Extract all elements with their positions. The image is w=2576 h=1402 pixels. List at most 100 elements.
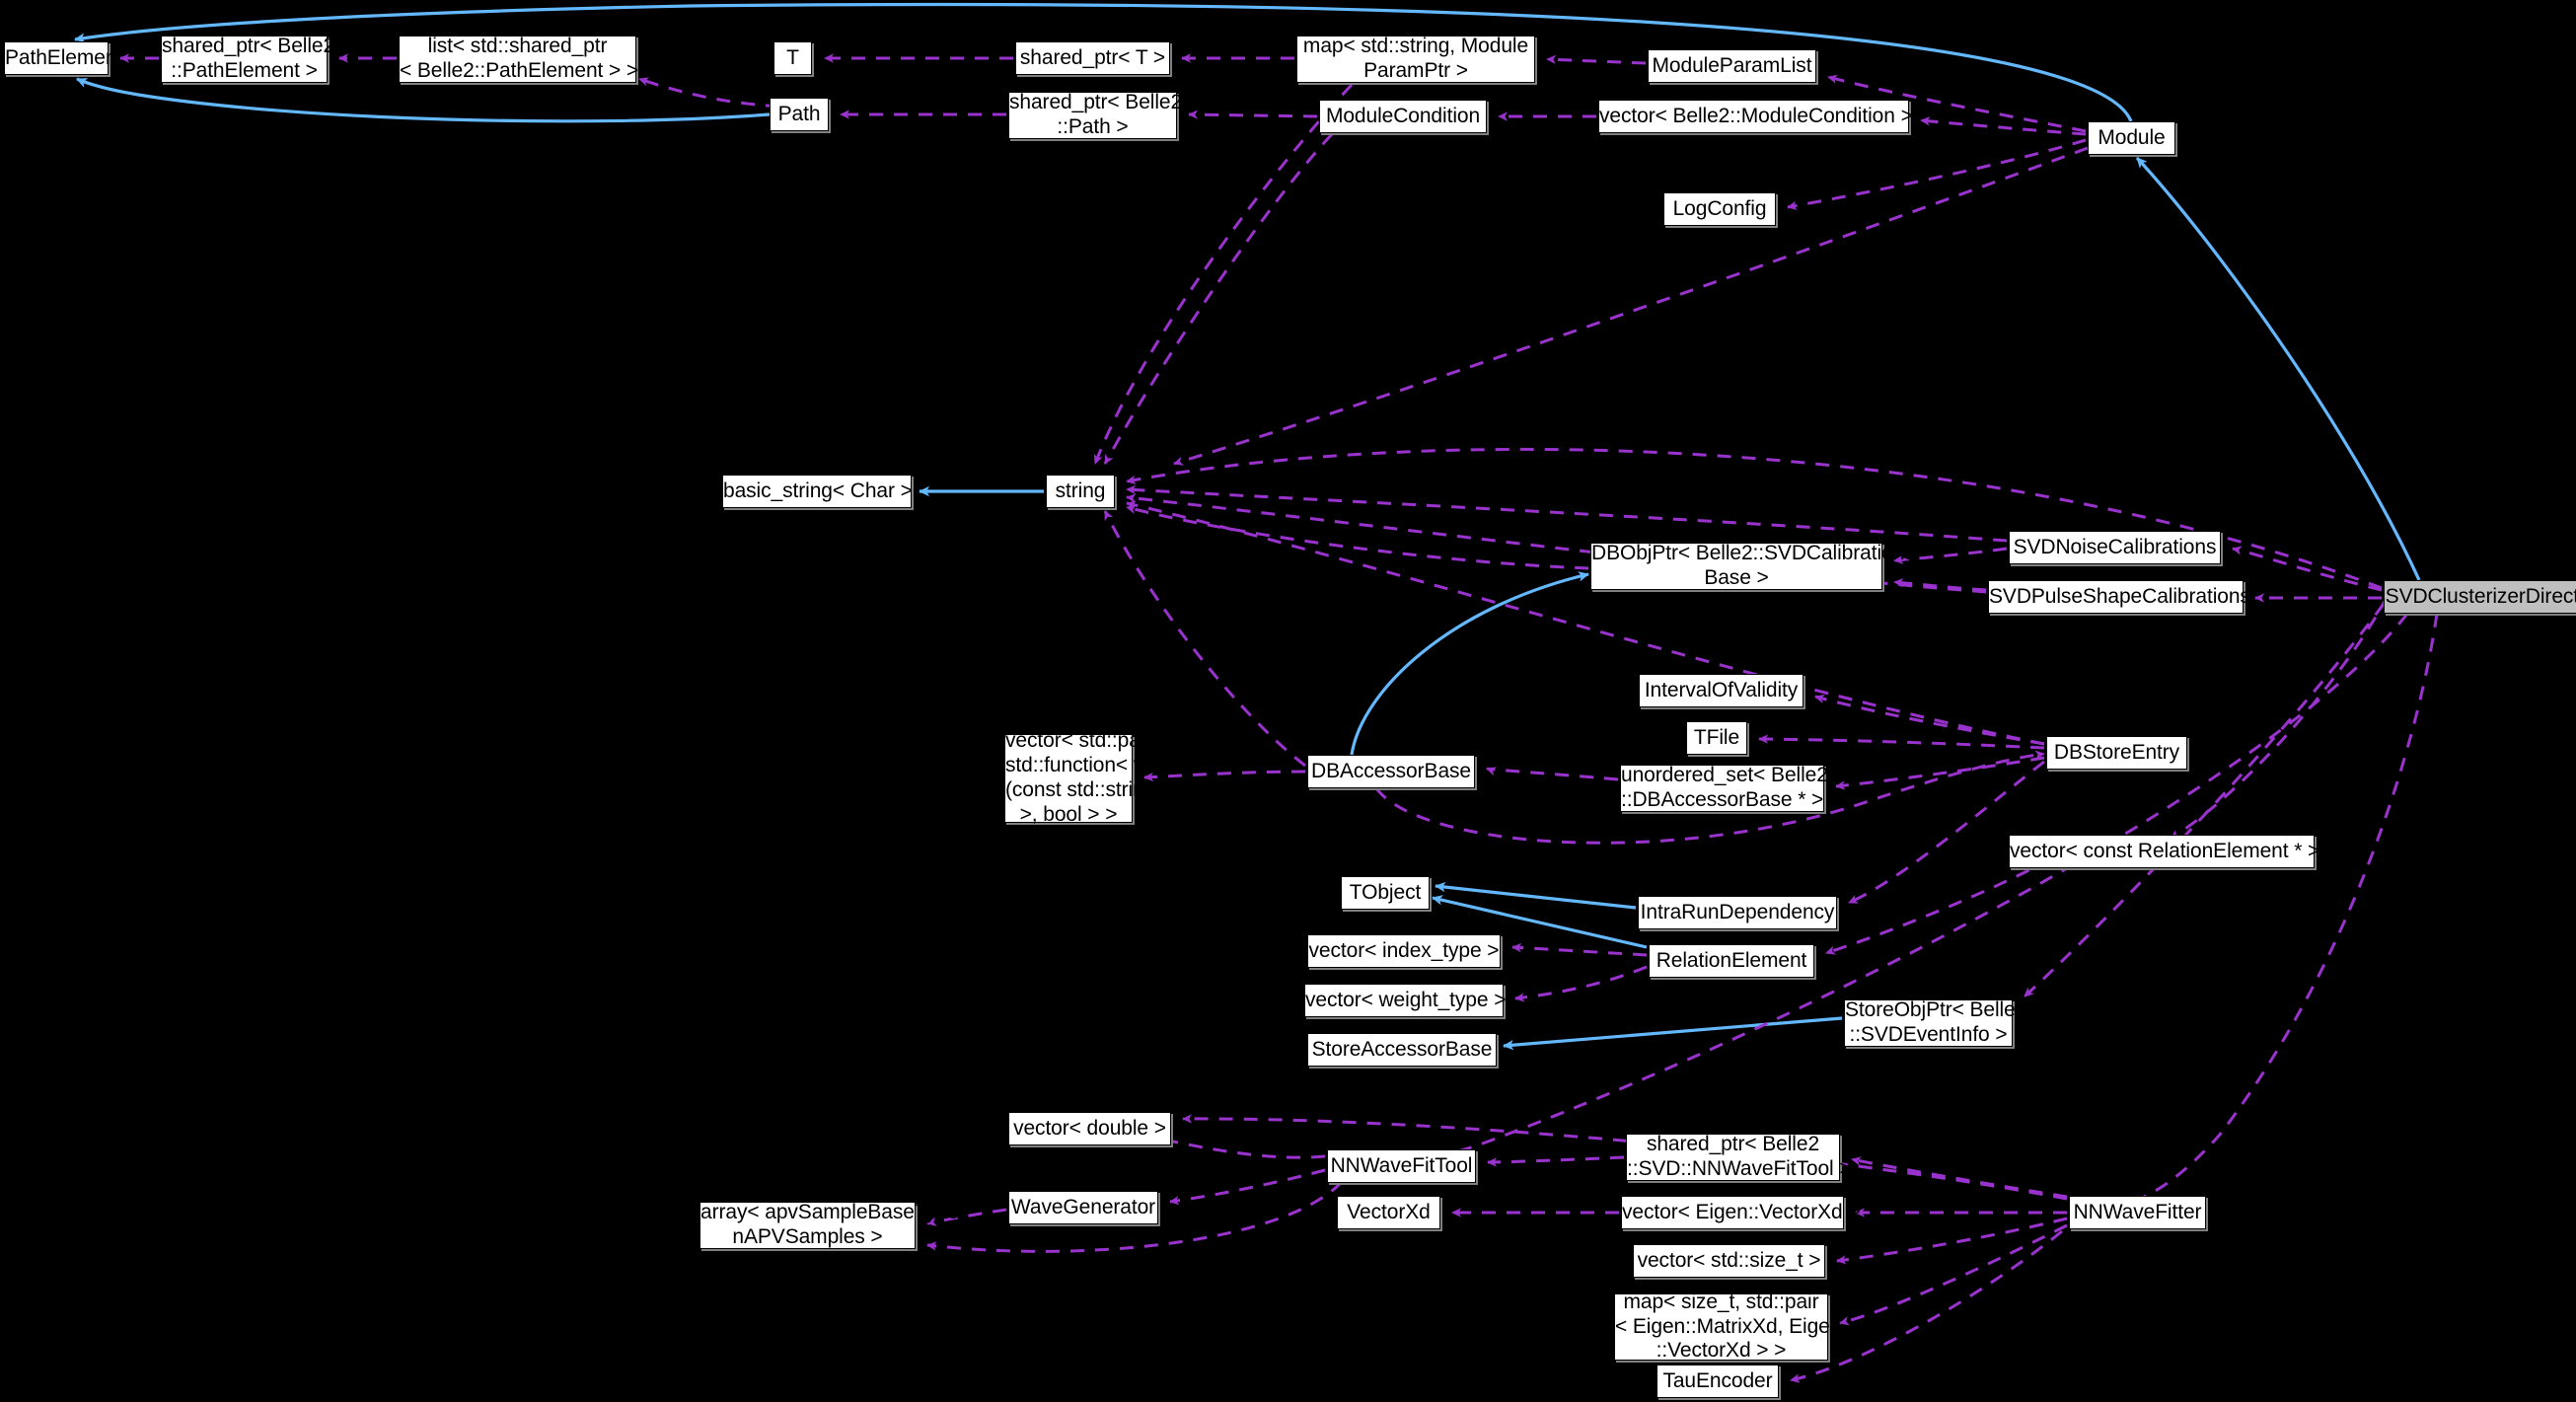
edge-dbstoreentry-to-intrarundependency — [1848, 760, 2045, 905]
class-node-label: NNWaveFitTool — [1330, 1153, 1473, 1177]
class-node-SVDClusterizerDirectModule[interactable]: SVDClusterizerDirectModule — [2384, 580, 2576, 614]
edge-svdclusterizer-to-nnwavefitter — [2130, 613, 2439, 1204]
edge-nnwavefitter-to-vectorsizet — [1836, 1217, 2068, 1265]
class-node-TFile[interactable]: TFile — [1686, 721, 1747, 755]
class-node-WaveGenerator[interactable]: WaveGenerator — [1008, 1191, 1158, 1224]
class-node-ModuleCondition[interactable]: ModuleCondition — [1319, 100, 1487, 133]
class-node-SVDNoiseCalibrations[interactable]: SVDNoiseCalibrations — [2009, 531, 2221, 564]
class-node-NNWaveFitter[interactable]: NNWaveFitter — [2069, 1196, 2206, 1229]
class-node-label: vector< weight_type > — [1305, 988, 1507, 1011]
edge-module-to-pathelement — [74, 2, 2133, 122]
edge-storeobjptr-to-storeaccessorbase — [1503, 1016, 1843, 1051]
class-node-IntraRunDependency[interactable]: IntraRunDependency — [1638, 896, 1837, 929]
class-node-basicStringChar[interactable]: basic_string< Char > — [722, 475, 913, 508]
edge-svdclusterizer-to-svdnoisecalib — [2232, 546, 2383, 592]
class-node-vectorSizeT[interactable]: vector< std::size_t > — [1633, 1244, 1825, 1278]
class-node-label: WaveGenerator — [1010, 1195, 1156, 1218]
class-node-label: vector< std::pair< std::function< void (… — [1005, 729, 1182, 826]
class-node-vectorPairFunction[interactable]: vector< std::pair< std::function< void (… — [1004, 729, 1182, 826]
class-node-sharedPtrPath[interactable]: shared_ptr< Belle2 ::Path > — [1008, 91, 1182, 139]
class-node-ModuleParamList[interactable]: ModuleParamList — [1648, 49, 1816, 83]
class-node-mapSizeTPairMatrix[interactable]: map< size_t, std::pair < Eigen::MatrixXd… — [1614, 1291, 1841, 1362]
class-node-StoreObjPtrSVDEventInfo[interactable]: StoreObjPtr< Belle2 ::SVDEventInfo > — [1844, 998, 2026, 1047]
inheritance-edges — [74, 2, 2421, 1051]
edge-svdclusterizer-to-nnwavefittool — [1420, 613, 2409, 1164]
edge-relationelement-to-tobject — [1432, 895, 1648, 949]
class-node-label: shared_ptr< T > — [1019, 45, 1166, 69]
class-node-label: list< std::shared_ptr < Belle2::PathElem… — [400, 35, 639, 82]
edge-svdpulseshape-to-dbobjptr — [1893, 578, 1987, 592]
class-node-label: basic_string< Char > — [723, 479, 913, 502]
class-node-mapStringModuleParamPtr[interactable]: map< std::string, Module ParamPtr > — [1296, 35, 1535, 83]
class-node-VectorXd[interactable]: VectorXd — [1337, 1196, 1440, 1229]
class-node-PathElement[interactable]: PathElement — [4, 41, 122, 75]
class-node-RelationElement[interactable]: RelationElement — [1649, 944, 1814, 978]
class-node-T[interactable]: T — [773, 41, 812, 75]
edge-module-to-vectormodulecondition — [1920, 116, 2087, 136]
class-node-DBObjPtrSVDCalibrationsBase[interactable]: DBObjPtr< Belle2::SVDCalibrations Base > — [1590, 542, 1915, 590]
class-node-unorderedSetDBAccessorBase[interactable]: unordered_set< Belle2 ::DBAccessorBase *… — [1620, 764, 1828, 812]
class-node-label: SVDNoiseCalibrations — [2013, 535, 2217, 558]
class-node-label: VectorXd — [1347, 1200, 1431, 1223]
class-node-vectorConstRelationElement[interactable]: vector< const RelationElement * > — [2009, 835, 2320, 868]
class-node-listSharedPtrPathElement[interactable]: list< std::shared_ptr < Belle2::PathElem… — [399, 35, 639, 83]
edge-module-to-logconfig — [1787, 138, 2087, 211]
edge-path-to-pathelement — [76, 77, 771, 123]
class-node-label: map< std::string, Module ParamPtr > — [1302, 35, 1529, 82]
class-node-Module[interactable]: Module — [2088, 121, 2175, 155]
class-node-Path[interactable]: Path — [770, 98, 829, 131]
edge-nnwavefittool-to-arrayapv — [926, 1180, 1344, 1253]
edge-dbstoreentry-to-intervalofvalidity — [1814, 694, 2045, 746]
class-node-arrayApvSample[interactable]: array< apvSampleBaseType, nAPVSamples > — [699, 1201, 965, 1249]
class-node-label: vector< Belle2::ModuleCondition > — [1599, 104, 1913, 127]
class-node-vectorDouble[interactable]: vector< double > — [1008, 1112, 1171, 1145]
class-node-label: string — [1055, 479, 1106, 502]
edge-dbaccessorbase-to-dbstoreentry — [1374, 750, 2045, 845]
class-node-sharedPtrPathElement[interactable]: shared_ptr< Belle2 ::PathElement > — [161, 35, 335, 83]
class-node-label: LogConfig — [1672, 196, 1767, 220]
edge-relationelement-to-vectorweighttype — [1514, 965, 1648, 1002]
edge-nnwavefitter-to-mapsizet — [1839, 1223, 2068, 1326]
class-node-label: shared_ptr< Belle2 ::PathElement > — [162, 35, 335, 82]
edge-dbaccessorbase-to-dbobjptr — [1350, 571, 1589, 756]
edge-sharedptrnnwavefittool-to-nnwavefittool — [1487, 1155, 1625, 1167]
edge-module-to-moduleparamlist — [1827, 74, 2087, 133]
class-node-TObject[interactable]: TObject — [1341, 876, 1430, 910]
class-node-StoreAccessorBase[interactable]: StoreAccessorBase — [1307, 1033, 1497, 1067]
edge-relationelement-to-vectorindextype — [1511, 942, 1648, 957]
edge-wavegenerator-to-arrayapv — [926, 1208, 1007, 1226]
edge-modulecondition-to-string — [1103, 132, 1334, 465]
class-node-TauEncoder[interactable]: TauEncoder — [1656, 1365, 1779, 1398]
edge-intrarundependency-to-tobject — [1435, 881, 1637, 910]
class-node-string[interactable]: string — [1046, 475, 1115, 508]
class-node-label: vector< const RelationElement * > — [2010, 839, 2320, 862]
edge-svdclusterizer-to-vectorconstrelation — [2170, 595, 2390, 841]
class-node-NNWaveFitTool[interactable]: NNWaveFitTool — [1327, 1149, 1476, 1183]
class-node-vectorModuleCondition[interactable]: vector< Belle2::ModuleCondition > — [1598, 100, 1913, 133]
class-node-DBAccessorBase[interactable]: DBAccessorBase — [1307, 755, 1475, 788]
edge-dbobjptr-to-string — [1126, 504, 1589, 570]
class-node-sharedPtrNNWaveFitTool[interactable]: shared_ptr< Belle2 ::SVD::NNWaveFitTool … — [1626, 1133, 1852, 1181]
edge-svdnoisecalib-to-dbobjptr — [1893, 547, 2008, 564]
edge-unorderedset-to-dbaccessorbase — [1486, 767, 1619, 781]
edge-module-to-string — [1173, 146, 2089, 466]
class-node-IntervalOfValidity[interactable]: IntervalOfValidity — [1639, 674, 1803, 707]
class-node-label: SVDClusterizerDirectModule — [2385, 584, 2576, 608]
class-node-label: vector< double > — [1013, 1116, 1166, 1140]
class-node-vectorEigenVectorXd[interactable]: vector< Eigen::VectorXd > — [1621, 1196, 1861, 1229]
class-node-label: IntraRunDependency — [1640, 900, 1835, 923]
edge-dbstoreentry-to-unorderedset — [1835, 756, 2045, 790]
class-node-vectorIndexType[interactable]: vector< index_type > — [1307, 934, 1501, 968]
class-node-label: Module — [2098, 125, 2166, 149]
class-node-LogConfig[interactable]: LogConfig — [1663, 192, 1776, 226]
edge-dbstoreentry-to-string — [1126, 500, 2045, 746]
class-node-vectorWeightType[interactable]: vector< weight_type > — [1304, 984, 1507, 1017]
class-node-SVDPulseShapeCalibrations[interactable]: SVDPulseShapeCalibrations — [1988, 580, 2250, 614]
class-node-label: ModuleParamList — [1652, 53, 1812, 77]
class-node-label: StoreAccessorBase — [1311, 1037, 1493, 1061]
class-node-sharedPtrT[interactable]: shared_ptr< T > — [1015, 41, 1170, 75]
class-node-label: array< apvSampleBaseType, nAPVSamples > — [700, 1201, 965, 1248]
edge-svdclusterizer-to-module — [2135, 156, 2421, 581]
class-node-DBStoreEntry[interactable]: DBStoreEntry — [2046, 736, 2187, 770]
class-node-label: Path — [777, 102, 821, 125]
